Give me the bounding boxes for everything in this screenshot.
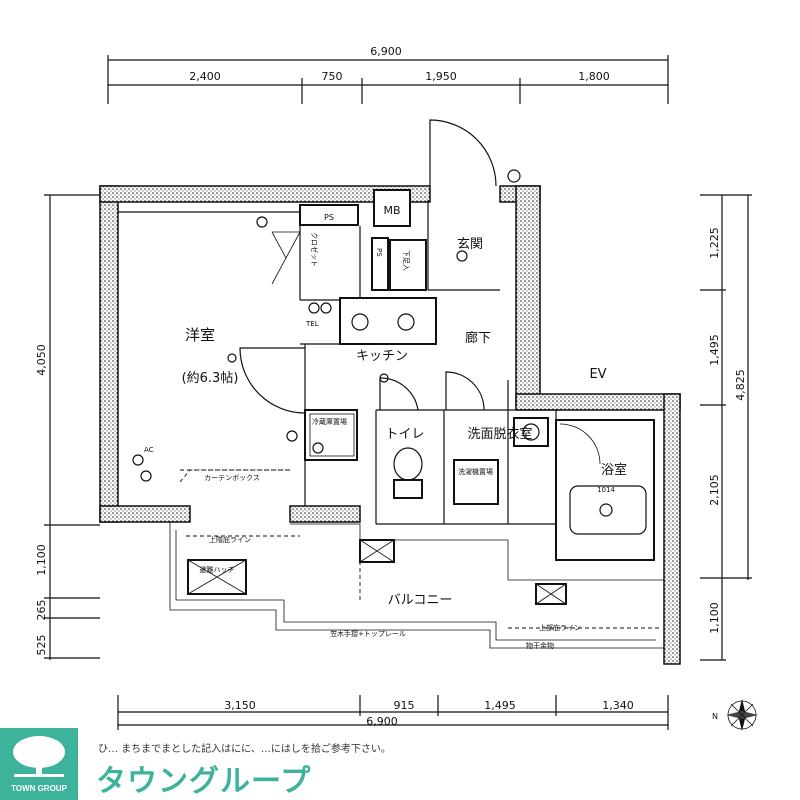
fixture-labels: PS MB クロゼット PS 下足入 AC TEL 冷蔵庫置場 洗濯機置場 カー… (144, 204, 615, 650)
right-dim-2: 1,495 (708, 334, 721, 366)
shoe-box-label: 下足入 (402, 250, 410, 271)
upper-eave-line-label: 上部庇ライン (539, 623, 581, 632)
right-dim-1: 1,225 (708, 227, 721, 259)
toilet-label: トイレ (385, 427, 424, 442)
kitchen-label: キッチン (356, 349, 408, 364)
stove-burner-2-icon (397, 313, 415, 331)
sink-icon (522, 423, 540, 441)
entrance-light-icon (456, 250, 468, 262)
right-dimensions: 1,225 1,495 2,105 1,100 4,825 (700, 194, 752, 661)
right-total-dim: 4,825 (734, 369, 747, 401)
washer-label: 洗濯機置場 (458, 467, 493, 476)
bottom-dim-3: 1,495 (484, 699, 516, 712)
top-dim-3: 1,950 (425, 70, 457, 83)
bottom-dim-4: 1,340 (602, 699, 634, 712)
stove-burner-icon (351, 313, 369, 331)
bathroom-label: 浴室 (601, 462, 627, 478)
outer-walls (99, 185, 681, 665)
interior-walls (118, 189, 655, 561)
bottom-total-dim: 6,900 (366, 715, 398, 728)
top-dim-1: 2,400 (189, 70, 221, 83)
evac-hatch-label: 避難ハッチ (200, 565, 235, 574)
left-height-dim: 4,050 (35, 344, 48, 376)
tel-label: TEL (305, 320, 319, 328)
left-dim-1: 1,100 (35, 544, 48, 576)
right-dim-4: 1,100 (708, 602, 721, 634)
ps-top-label: PS (324, 213, 334, 222)
mb-label: MB (383, 204, 400, 217)
room-labels: 洋室 (約6.3帖) キッチン 廊下 玄関 トイレ 洗面脱衣室 浴室 バルコニー… (182, 237, 627, 608)
elevator-label: EV (589, 367, 606, 382)
curtain-box-label: カーテンボックス (204, 474, 260, 482)
brand-name: タウングループ (96, 764, 312, 799)
compass-icon: N (712, 699, 758, 731)
top-dim-4: 1,800 (578, 70, 610, 83)
lower-eave-line-label: 上階庇ライン (209, 535, 251, 544)
rail-label: 笠木手摺+トップレール (330, 629, 406, 638)
top-total-dim: 6,900 (370, 45, 402, 58)
corridor-label: 廊下 (465, 330, 491, 346)
left-dimensions: 4,050 1,100 265 525 (35, 194, 100, 660)
disclaimer-text: ひ… まちまでまとした記入はにに、…にはしを拾ご参考下さい。 (98, 744, 391, 755)
fixtures (132, 169, 647, 535)
ceiling-light-icon (227, 353, 237, 363)
top-dimensions: 6,900 2,400 750 1,950 1,800 (107, 45, 669, 104)
kitchen-light-icon (379, 373, 389, 383)
washroom-label: 洗面脱衣室 (467, 426, 532, 442)
ps-side-label: PS (375, 248, 383, 257)
unit-bath-label: 1014 (597, 486, 615, 494)
svg-text:N: N (712, 712, 718, 721)
toilet-icon (393, 447, 423, 481)
balcony-label: バルコニー (388, 593, 453, 608)
fridge-label: 冷蔵庫置場 (312, 417, 347, 426)
bottom-dimensions: 3,150 915 1,495 1,340 6,900 (117, 695, 669, 730)
doors (239, 119, 601, 465)
drying-rack-label: 物干金物 (526, 641, 554, 650)
bathtub-icon (569, 485, 647, 535)
ac-label: AC (144, 446, 154, 454)
bottom-dim-2: 915 (394, 699, 415, 712)
town-group-logo: TOWN GROUP (0, 728, 78, 800)
western-room-label: 洋室 (185, 326, 215, 344)
logo-caption: TOWN GROUP (11, 784, 67, 793)
top-dim-2: 750 (322, 70, 343, 83)
western-room-size: (約6.3帖) (182, 371, 239, 386)
left-dim-2: 265 (35, 600, 48, 621)
entrance-label: 玄関 (457, 237, 483, 252)
balcony-outline (169, 522, 665, 649)
doorbell-icon (507, 169, 521, 183)
closet-label: クロゼット (310, 232, 319, 267)
left-dim-3: 525 (35, 635, 48, 656)
bottom-dim-1: 3,150 (224, 699, 256, 712)
right-dim-3: 2,105 (708, 474, 721, 506)
tree-logo-icon (13, 736, 65, 777)
